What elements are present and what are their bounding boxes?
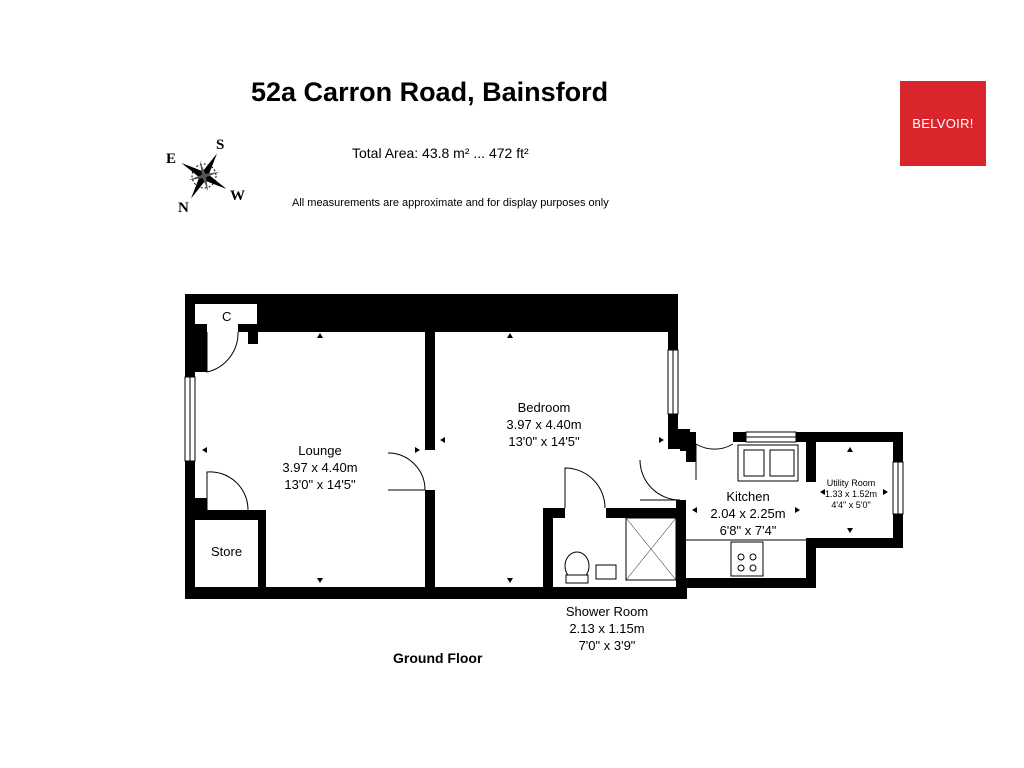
- shower-metric: 2.13 x 1.15m: [569, 621, 645, 636]
- agency-logo: BELVOIR!: [900, 81, 986, 166]
- utility-name: Utility Room: [826, 478, 876, 488]
- lounge-name: Lounge: [298, 443, 342, 458]
- wall-north-left: [185, 294, 272, 304]
- shower-imperial: 7'0" x 3'9": [578, 638, 636, 653]
- lounge-metric: 3.97 x 4.40m: [282, 460, 358, 475]
- kitchen-label: Kitchen 2.04 x 2.25m 6'8" x 7'4": [698, 488, 798, 539]
- disclaimer: All measurements are approximate and for…: [292, 197, 609, 209]
- store-label: Store: [211, 544, 243, 559]
- logo-text: BELVOIR!: [912, 116, 974, 131]
- bedroom-metric: 3.97 x 4.40m: [506, 417, 582, 432]
- shower-name: Shower Room: [565, 604, 649, 619]
- utility-imperial: 4'4" x 5'0": [831, 500, 871, 510]
- property-title: 52a Carron Road, Bainsford: [251, 77, 609, 107]
- kitchen-name: Kitchen: [726, 489, 770, 504]
- bedroom-label: Bedroom 3.97 x 4.40m 13'0" x 14'5": [494, 399, 594, 450]
- wall-south: [185, 587, 687, 599]
- lounge-imperial: 13'0" x 14'5": [284, 477, 356, 492]
- cupboard-label: C: [222, 309, 232, 324]
- bedroom-imperial: 13'0" x 14'5": [508, 434, 580, 449]
- wall-north-thick: [272, 294, 678, 332]
- kitchen-imperial: 6'8" x 7'4": [719, 523, 777, 538]
- kitchen-metric: 2.04 x 2.25m: [710, 506, 786, 521]
- total-area: Total Area: 43.8 m² ... 472 ft²: [352, 145, 529, 161]
- lounge-label: Lounge 3.97 x 4.40m 13'0" x 14'5": [270, 442, 370, 493]
- floor-label: Ground Floor: [393, 650, 483, 666]
- utility-label: Utility Room 1.33 x 1.52m 4'4" x 5'0": [818, 478, 884, 511]
- utility-metric: 1.33 x 1.52m: [824, 489, 878, 499]
- shower-label: Shower Room 2.13 x 1.15m 7'0" x 3'9": [557, 603, 657, 654]
- bedroom-name: Bedroom: [517, 400, 571, 415]
